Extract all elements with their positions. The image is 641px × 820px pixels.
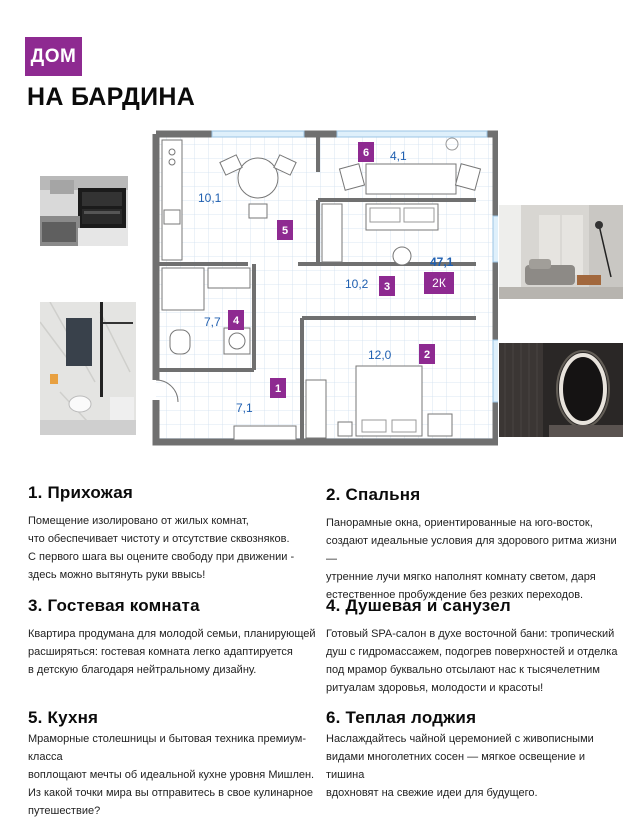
section-text: Квартира продумана для молодой семьи, пл… <box>28 628 316 676</box>
plan-shower <box>161 267 205 311</box>
photo-kitchen <box>40 176 128 246</box>
plan-area-hallway: 7,1 <box>236 401 253 415</box>
room-badge-1: 1 <box>275 383 281 395</box>
room-badge-4: 4 <box>233 315 240 327</box>
plan-guest-wardrobe <box>321 203 343 263</box>
plan-area-bedroom: 12,0 <box>368 348 392 362</box>
plan-dining-table <box>237 157 279 199</box>
section-shower-bathroom: 4. Душевая и санузел Готовый SPA-салон в… <box>326 596 626 697</box>
section-title: 3. Гостевая комната <box>28 596 200 615</box>
section-text: Наслаждайтесь чайной церемонией с живопи… <box>326 733 594 799</box>
photo-bathroom <box>40 302 136 435</box>
plan-window-guest <box>492 215 498 263</box>
plan-area-total: 47,1 <box>430 255 454 269</box>
section-text: Панорамные окна, ориентированные на юго-… <box>326 517 617 601</box>
plan-washbasin <box>207 267 251 289</box>
section-title: 6. Теплая лоджия <box>326 708 477 727</box>
room-badge-2: 2 <box>424 349 430 361</box>
brand-title: ДОМ <box>30 45 77 67</box>
plan-washing-machine <box>223 327 251 355</box>
plan-area-loggia: 4,1 <box>390 149 407 163</box>
brand-subtitle: НА БАРДИНА <box>27 83 196 111</box>
photo-bedroom <box>499 343 623 437</box>
plan-window-bedroom <box>492 339 498 403</box>
section-title: 5. Кухня <box>28 708 99 727</box>
section-text: Готовый SPA-салон в духе восточной бани:… <box>326 628 618 694</box>
section-hallway: 1. Прихожая Помещение изолировано от жил… <box>28 483 328 584</box>
plan-area-kitchen: 10,1 <box>198 191 222 205</box>
plan-kitchen-counter <box>161 139 183 261</box>
section-text: Мраморные столешницы и бытовая техника п… <box>28 733 315 817</box>
plan-area-bathroom: 7,7 <box>204 315 221 329</box>
section-guest-room: 3. Гостевая комната Квартира продумана д… <box>28 596 328 679</box>
room-badge-3: 3 <box>384 281 390 293</box>
plan-loggia-table <box>365 163 457 195</box>
plan-toilet <box>169 329 191 355</box>
room-badge-6: 6 <box>363 147 369 159</box>
section-text: Помещение изолировано от жилых комнат, ч… <box>28 515 295 581</box>
photo-guest-room <box>499 205 623 299</box>
plan-interior-walls <box>156 134 476 442</box>
plan-window-kitchen <box>211 130 305 138</box>
section-loggia: 6. Теплая лоджия Наслаждайтесь чайной це… <box>326 708 626 802</box>
section-title: 2. Спальня <box>326 485 421 504</box>
section-bedroom: 2. Спальня Панорамные окна, ориентирован… <box>326 485 626 604</box>
plan-bed <box>355 365 423 437</box>
plan-area-guest: 10,2 <box>345 277 369 291</box>
room-badge-5: 5 <box>282 225 288 237</box>
section-title: 4. Душевая и санузел <box>326 596 511 615</box>
plan-window-loggia <box>336 130 488 138</box>
section-title: 1. Прихожая <box>28 483 133 502</box>
section-kitchen: 5. Кухня Мраморные столешницы и бытовая … <box>28 708 328 820</box>
brand-badge: ДОМ <box>25 37 82 76</box>
apartment-type-badge: 2К <box>432 276 446 290</box>
plan-hall-wardrobe <box>233 425 297 441</box>
floor-plan: 10,1 4,1 10,2 47,1 7,7 12,0 7,1 1 2 3 4 … <box>152 130 498 446</box>
